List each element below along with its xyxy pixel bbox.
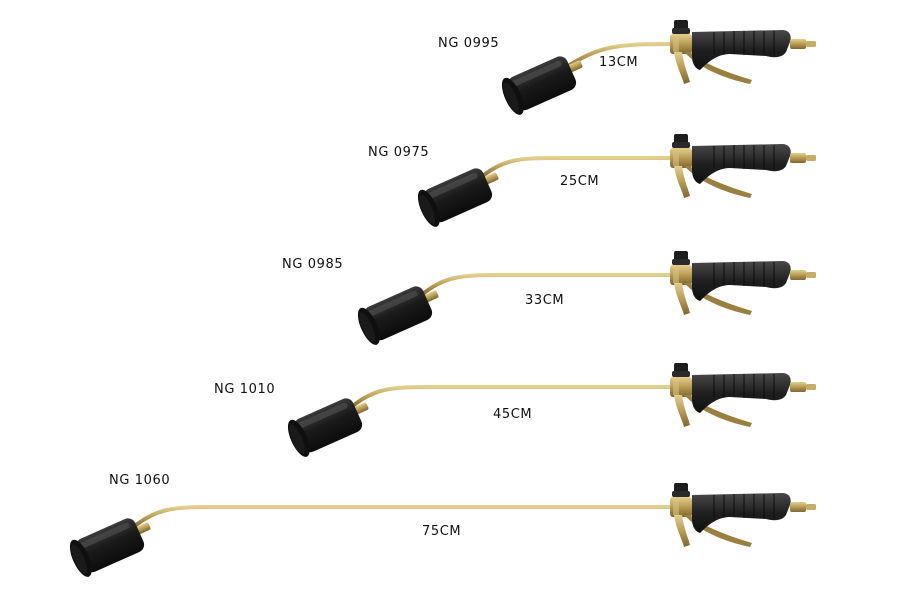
length-label: 13CM <box>599 55 639 70</box>
model-label: NG 1060 <box>109 473 171 488</box>
torch-ng-1010 <box>283 362 817 460</box>
torch-ng-0985 <box>353 250 817 348</box>
model-label: NG 1010 <box>214 382 276 397</box>
length-label: 45CM <box>493 407 533 422</box>
torch-ng-0975 <box>413 133 817 230</box>
length-label: 33CM <box>525 293 565 308</box>
torch-ng-1060 <box>65 482 817 580</box>
torch-ng-0995 <box>497 19 817 118</box>
model-label: NG 0975 <box>368 145 430 160</box>
model-label: NG 0995 <box>438 36 500 51</box>
length-label: 25CM <box>560 174 600 189</box>
length-label: 75CM <box>422 524 462 539</box>
model-label: NG 0985 <box>282 257 344 272</box>
